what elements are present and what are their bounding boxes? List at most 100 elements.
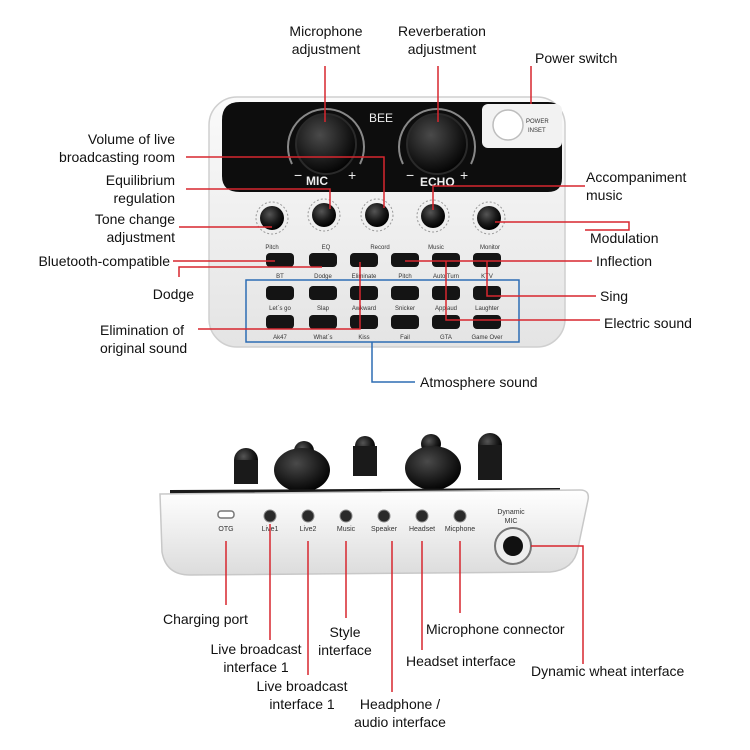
port-label-music: Music [337, 526, 356, 533]
live2-port[interactable] [301, 509, 315, 523]
row1-label-pitch: Pitch [398, 274, 411, 280]
music-knob[interactable] [421, 204, 445, 228]
top-callout-lines [173, 66, 630, 330]
echo-knob[interactable] [406, 113, 468, 175]
live1-port[interactable] [263, 509, 277, 523]
callout-mic-adjust-line1: Microphone [289, 23, 363, 39]
eliminate-button[interactable] [350, 253, 378, 267]
callout-style-line2: interface [318, 642, 372, 658]
awkward-button[interactable] [350, 286, 378, 300]
knob-label-music: Music [428, 245, 444, 251]
callout-live1: Live broadcast interface 1 [196, 640, 316, 676]
echo-label: ECHO [420, 175, 455, 189]
front-mic-knob[interactable] [274, 448, 330, 492]
callout-live1-line2: interface 1 [223, 659, 289, 675]
callout-modulation: Modulation [590, 230, 659, 246]
monitor-knob-ring [472, 201, 506, 235]
monitor-knob[interactable] [477, 206, 501, 230]
kiss-button[interactable] [350, 315, 378, 329]
mic-knob[interactable] [295, 113, 357, 175]
brand-label: BEE [369, 111, 393, 125]
pitch-knob[interactable] [260, 206, 284, 230]
row3-label-kiss: Kiss [358, 335, 369, 341]
callout-sing: Sing [600, 288, 629, 304]
power-switch-icon[interactable] [492, 109, 524, 141]
dynamic-mic-port[interactable] [503, 536, 523, 556]
callout-mic-adjust: Microphone adjustment [264, 22, 388, 58]
gta-button[interactable] [432, 315, 460, 329]
speaker-port[interactable] [377, 509, 391, 523]
port-label-speaker: Speaker [371, 526, 398, 533]
row2-label-laughter: Laughter [475, 306, 499, 312]
atmosphere-box [245, 279, 520, 343]
row3-label-fail: Fail [400, 335, 410, 341]
row3-label-whats: What`s [313, 335, 332, 341]
atmosphere-line [371, 342, 415, 383]
port-label-headset: Headset [409, 526, 435, 533]
music-port[interactable] [339, 509, 353, 523]
callout-reverb-adjust-line1: Reverberation [398, 23, 486, 39]
callout-tone-change: Tone change adjustment [20, 210, 175, 246]
snicker-button[interactable] [391, 286, 419, 300]
row1-label-bt: BT [276, 274, 284, 280]
bt-button[interactable] [266, 253, 294, 267]
front-echo-knob[interactable] [405, 446, 461, 490]
callout-dodge: Dodge [152, 286, 194, 302]
port-label-live2: Live2 [300, 526, 317, 533]
port-label-otg: OTG [218, 526, 233, 533]
callout-tone-change-line1: Tone change [94, 211, 175, 227]
whats-button[interactable] [309, 315, 337, 329]
callout-style-line1: Style [329, 624, 361, 640]
record-knob[interactable] [365, 203, 389, 227]
line-elimination [198, 262, 361, 330]
front-knob-5-body [478, 445, 502, 480]
front-knob-3-body [353, 446, 377, 476]
port-label-micphone: Micphone [445, 526, 475, 533]
auto-turn-button[interactable] [432, 253, 460, 267]
game-over-button[interactable] [473, 315, 501, 329]
callout-headphone-line1: Headphone / [359, 696, 441, 712]
dodge-button[interactable] [309, 253, 337, 267]
slap-button[interactable] [309, 286, 337, 300]
callout-power-switch: Power switch [535, 50, 618, 66]
knob-label-pitch: Pitch [265, 245, 278, 251]
lets-go-button[interactable] [266, 286, 294, 300]
echo-arc [398, 108, 476, 165]
pitch-knob-ring [255, 201, 289, 235]
eq-knob-ring [307, 198, 341, 232]
callout-elimination-line1: Elimination of [100, 322, 185, 338]
callout-reverb-adjust: Reverberation adjustment [380, 22, 504, 58]
callout-volume-live: Volume of live broadcasting room [20, 130, 175, 166]
row2-label-lets-go: Let`s go [269, 306, 291, 312]
ak47-button[interactable] [266, 315, 294, 329]
callout-accompaniment-line1: Accompaniment [586, 169, 687, 185]
ktv-button[interactable] [473, 253, 501, 267]
line-dynamic [531, 545, 584, 664]
callout-headset: Headset interface [406, 653, 516, 669]
headset-port[interactable] [415, 509, 429, 523]
pitch-button[interactable] [391, 253, 419, 267]
mic-label: MIC [306, 174, 328, 188]
callout-live2: Live broadcast interface 1 [242, 677, 362, 713]
port-label-dynamic-1: Dynamic [497, 509, 525, 516]
callout-live2-line2: interface 1 [269, 696, 335, 712]
callout-elimination: Elimination of original sound [100, 321, 187, 357]
line-volume [186, 156, 385, 208]
callout-equilibrium: Equilibrium regulation [20, 171, 175, 207]
power-label-1: POWER [526, 119, 549, 125]
knob-label-monitor: Monitor [480, 245, 500, 251]
micphone-port[interactable] [453, 509, 467, 523]
mic-plus: + [348, 167, 356, 183]
callout-atmosphere: Atmosphere sound [420, 374, 538, 390]
fail-button[interactable] [391, 315, 419, 329]
line-equilibrium [186, 188, 331, 209]
callout-live2-line1: Live broadcast [256, 678, 348, 694]
callout-reverb-adjust-line2: adjustment [407, 41, 477, 57]
eq-knob[interactable] [312, 203, 336, 227]
otg-port[interactable] [217, 510, 235, 519]
music-knob-ring [416, 199, 450, 233]
bottom-callout-lines [225, 524, 584, 692]
callout-bluetooth: Bluetooth-compatible [38, 253, 170, 269]
callout-charging: Charging port [163, 611, 248, 627]
callout-accompaniment: Accompaniment music [586, 168, 686, 204]
